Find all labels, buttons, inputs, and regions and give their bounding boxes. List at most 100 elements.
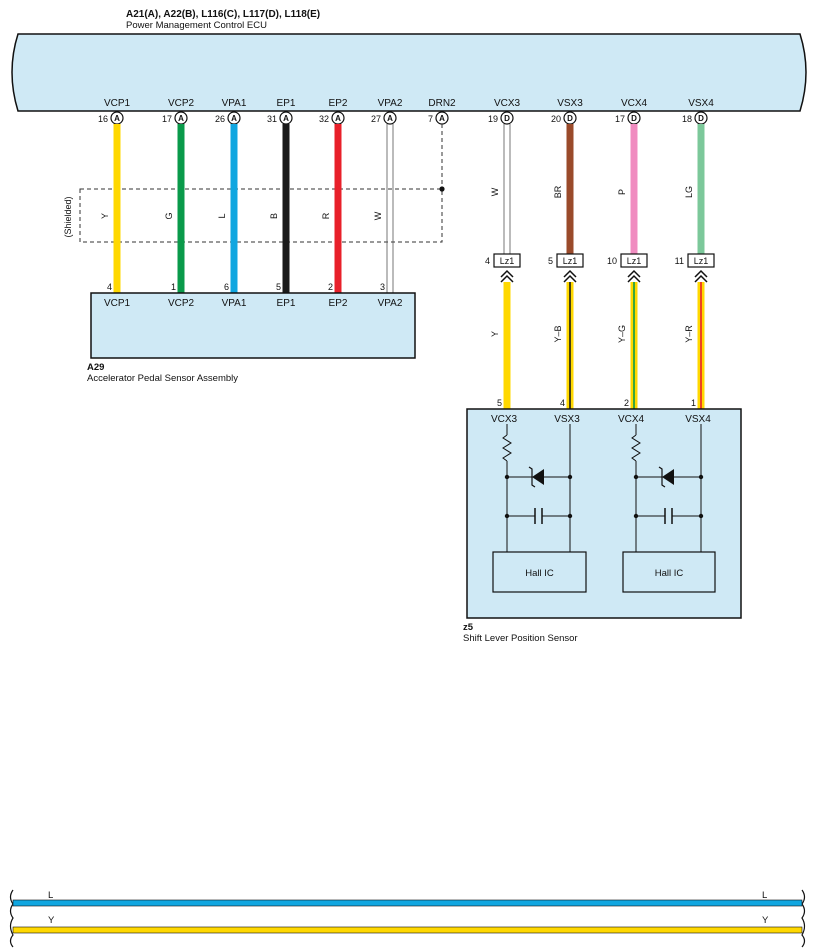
ecu-terminal-signal: VCX4 [621,98,648,109]
wire-color-code: Y [100,213,110,219]
ecu-terminal-pin: 20 [551,114,561,124]
hall-ic-label-2: Hall IC [655,568,684,579]
bus-wire-l-code-left: L [48,890,53,901]
ecu-terminal-pin: 16 [98,114,108,124]
a29-pin-signal: VPA2 [378,298,403,309]
ecu-terminal-pin: 18 [682,114,692,124]
z5-pin-signal: VCX3 [491,414,518,425]
ecu-terminal-pin: 26 [215,114,225,124]
ecu-terminal-signal: VPA1 [222,98,247,109]
hall-ic-box-2 [622,551,716,593]
junction-connector-box [620,253,648,268]
shield-box [79,188,443,243]
ecu-connector-letter: A [335,114,341,123]
connector-chevron [627,274,641,283]
a29-pin-signal: VCP2 [168,298,195,309]
z5-pin-number: 2 [624,398,629,408]
a29-pin-signal: EP2 [329,298,348,309]
ecu-connector-letter: D [567,114,573,123]
ecu-terminal-signal: EP1 [277,98,296,109]
ecu-terminal-pin: 32 [319,114,329,124]
bottom-bus: L L Y Y [9,889,806,948]
connector-chevron [500,274,514,283]
a29-pin-number: 3 [380,282,385,292]
ecu-connector-letter: D [504,114,510,123]
bus-wire-y-code-left: Y [48,915,55,926]
a29-name: Accelerator Pedal Sensor Assembly [87,373,238,384]
wire-upper-lg [697,124,705,254]
ecu-terminal-signal: EP2 [329,98,348,109]
wire-lower-stripe [700,282,702,409]
wire-color-code: L [217,213,227,218]
wire-a29-y [113,124,121,293]
wire-color-code: G [164,212,174,219]
wire-a29-b [282,124,290,293]
a29-pin-signal: VPA1 [222,298,247,309]
z5-code: z5 [463,622,474,633]
ecu-terminal-pin: 17 [615,114,625,124]
ecu-terminal-signal: VSX3 [557,98,583,109]
z5-pin-signal: VSX4 [685,414,711,425]
ecu-terminal-pin: 31 [267,114,277,124]
circuit-junction-dots [504,474,704,519]
connector-chevron [694,274,708,283]
wire-upper-p [630,124,638,254]
wire-color-code: R [321,212,331,219]
wire-color-code: Y–G [617,325,627,343]
junction-pin-number: 5 [548,256,553,266]
ecu-connectors-label: A21(A), A22(B), L116(C), L117(D), L118(E… [126,9,320,20]
ecu-box [11,33,807,112]
connector-chevron [500,269,514,278]
z5-pin-signal: VSX3 [554,414,580,425]
wire-color-code: LG [684,186,694,198]
wire-color-code: W [373,211,383,220]
ecu-connector-letter: A [178,114,184,123]
bus-wire-y-code-right: Y [762,915,769,926]
wire-color-code: P [617,189,627,195]
bus-wire-y [12,926,803,934]
a29-pin-number: 5 [276,282,281,292]
zener-diode-2 [658,466,674,488]
junction-pin-number: 11 [675,256,684,266]
z5-pin-number: 5 [497,398,502,408]
a29-code: A29 [87,362,104,373]
junction-connector-box [556,253,584,268]
z5-name: Shift Lever Position Sensor [463,633,578,644]
bus-wire-l [12,899,803,907]
connector-chevron [563,269,577,278]
junction-connector-box [687,253,715,268]
z5-internal-circuit [502,424,702,552]
ecu-connector-letter: D [698,114,704,123]
ecu-connector-circle [383,111,397,125]
hall-ic-label-1: Hall IC [525,568,554,579]
a29-pin-number: 6 [224,282,229,292]
ecu-connector-letter: D [631,114,637,123]
ecu-terminal-pin: 27 [371,114,381,124]
ecu-connector-letter: A [439,114,445,123]
ecu-terminal-pin: 19 [488,114,498,124]
wire-color-code: B [269,213,279,219]
connector-chevron [694,269,708,278]
wire-lower-base [503,282,511,409]
wire-a29-l [230,124,238,293]
a29-pin-number: 2 [328,282,333,292]
connector-chevron [563,274,577,283]
bus-wire-l-code-right: L [762,890,767,901]
wire-a29-g [177,124,185,293]
wire-color-code: W [490,187,500,196]
junction-connector-box [493,253,521,268]
wire-color-code: Y–B [553,325,563,342]
zener-diode-1 [528,466,544,488]
z5-pin-number: 1 [691,398,696,408]
ecu-terminal-signal: VCP2 [168,98,195,109]
ecu-name-label: Power Management Control ECU [126,20,267,31]
ecu-terminal-pin: 17 [162,114,172,124]
ecu-connector-letter: A [283,114,289,123]
ecu-terminal-pin: 7 [428,114,433,124]
wire-lower-stripe [633,282,635,409]
drain-junction [439,186,445,192]
a29-pin-signal: VCP1 [104,298,131,309]
junction-pin-number: 10 [607,256,617,266]
junction-connector-label: Lz1 [563,256,578,266]
